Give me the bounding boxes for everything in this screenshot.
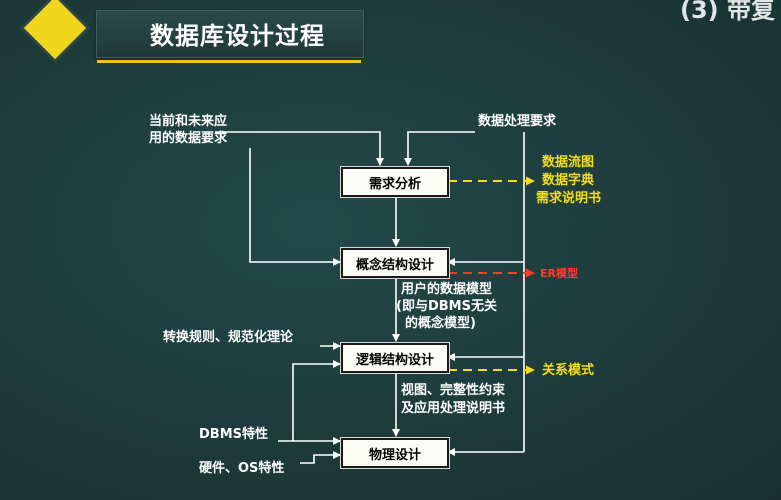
label-conversion-rules: 转换规则、规范化理论 bbox=[163, 330, 294, 345]
label-relational-model: 关系模式 bbox=[542, 363, 595, 378]
label-user-model-line2: (即与DBMS无关 bbox=[396, 299, 497, 314]
label-requirements-spec: 需求说明书 bbox=[536, 191, 602, 206]
arrow-hw-to-physical bbox=[300, 451, 341, 464]
label-data-req-line2: 用的数据要求 bbox=[149, 131, 228, 146]
arrow-data-req-to-analysis bbox=[215, 131, 384, 166]
page-title: 数据库设计过程 bbox=[150, 22, 325, 50]
label-user-model-line1: 用户的数据模型 bbox=[401, 282, 493, 297]
label-user-model-line3: 的概念模型) bbox=[405, 316, 476, 331]
title-bar bbox=[96, 10, 364, 63]
label-data-req-line1: 当前和未来应 bbox=[149, 114, 228, 129]
label-dbms-features: DBMS特性 bbox=[199, 427, 268, 442]
arrow-data-req-to-conceptual bbox=[249, 148, 341, 266]
label-views-line1: 视图、完整性约束 bbox=[401, 383, 506, 398]
label-dataflow-diagram: 数据流图 bbox=[542, 155, 595, 170]
title-underline bbox=[97, 60, 361, 63]
label-views-line2: 及应用处理说明书 bbox=[401, 401, 506, 416]
box-logical-design: 逻辑结构设计 bbox=[341, 343, 449, 373]
corner-text: (3) 带复 bbox=[680, 0, 775, 24]
label-data-dictionary: 数据字典 bbox=[542, 173, 595, 188]
arrow-dbms-to-logical bbox=[292, 360, 341, 441]
label-processing-req: 数据处理要求 bbox=[478, 114, 557, 129]
arrow-proc-to-analysis bbox=[404, 131, 475, 166]
box-conceptual-design: 概念结构设计 bbox=[341, 248, 449, 278]
box-requirements-analysis: 需求分析 bbox=[341, 167, 449, 197]
label-er-model: ER模型 bbox=[540, 267, 578, 280]
label-hardware-os: 硬件、OS特性 bbox=[199, 461, 285, 476]
box-physical-design: 物理设计 bbox=[341, 438, 449, 468]
